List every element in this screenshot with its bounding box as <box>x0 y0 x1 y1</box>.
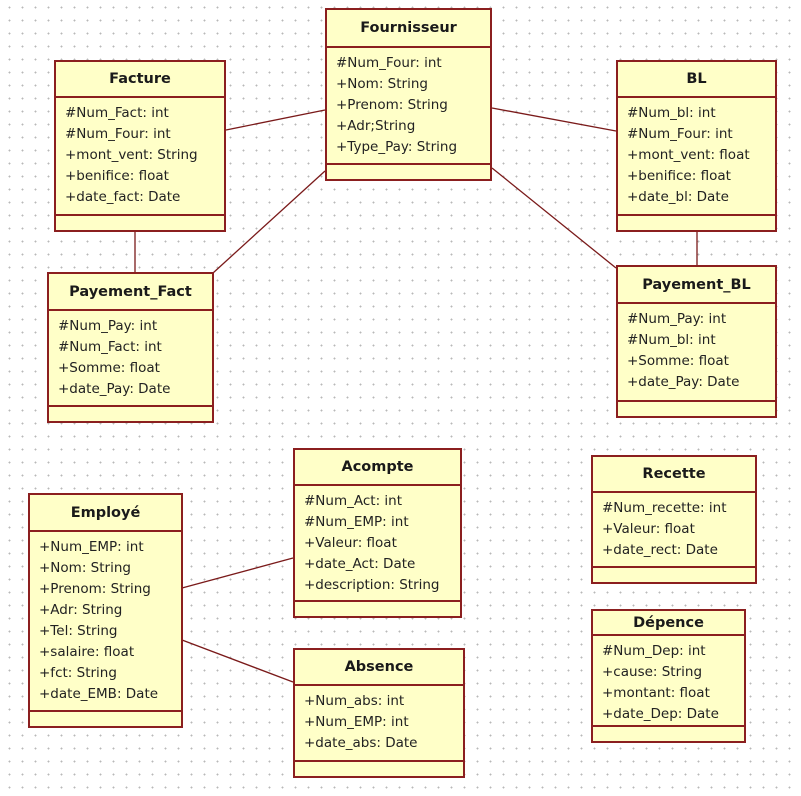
attribute: +benifice: float <box>627 168 731 184</box>
attribute: +Prenom: String <box>336 97 448 113</box>
class-name: Dépence <box>593 611 744 636</box>
attribute: #Num_bl: int <box>627 105 716 121</box>
link-fournisseur-payement-bl <box>491 167 617 269</box>
class-operations <box>295 762 463 776</box>
class-acompte[interactable]: Acompte #Num_Act: int #Num_EMP: int +Val… <box>293 448 462 618</box>
attribute: +date_abs: Date <box>304 735 418 751</box>
attribute: #Num_recette: int <box>602 500 727 516</box>
attribute: +date_rect: Date <box>602 542 718 558</box>
attribute: +cause: String <box>602 664 703 680</box>
attribute: +mont_vent: float <box>627 147 750 163</box>
class-depence[interactable]: Dépence #Num_Dep: int +cause: String +mo… <box>591 609 746 743</box>
class-attributes: #Num_Four: int +Nom: String +Prenom: Str… <box>327 48 490 165</box>
class-employe[interactable]: Employé +Num_EMP: int +Nom: String +Pren… <box>28 493 183 728</box>
attribute: +Adr: String <box>39 602 123 618</box>
link-fournisseur-facture <box>225 109 326 131</box>
attribute: +description: String <box>304 577 440 593</box>
attribute: +Tel: String <box>39 623 118 639</box>
class-operations <box>593 568 755 582</box>
class-attributes: +Num_EMP: int +Nom: String +Prenom: Stri… <box>30 532 181 712</box>
class-operations <box>295 602 460 616</box>
class-name: Fournisseur <box>327 10 490 48</box>
link-fournisseur-payement-fact <box>212 170 326 274</box>
class-operations <box>30 712 181 726</box>
attribute: +date_Pay: Date <box>58 381 171 397</box>
attribute: +Nom: String <box>336 76 428 92</box>
class-operations <box>618 216 775 230</box>
attribute: +date_bl: Date <box>627 189 729 205</box>
class-name: Employé <box>30 495 181 532</box>
class-attributes: #Num_Act: int #Num_EMP: int +Valeur: flo… <box>295 486 460 602</box>
attribute: #Num_Four: int <box>336 55 442 71</box>
attribute: +benifice: float <box>65 168 169 184</box>
class-operations <box>618 402 775 416</box>
attribute: +date_fact: Date <box>65 189 181 205</box>
class-recette[interactable]: Recette #Num_recette: int +Valeur: float… <box>591 455 757 584</box>
class-facture[interactable]: Facture #Num_Fact: int #Num_Four: int +m… <box>54 60 226 232</box>
class-name: Payement_BL <box>618 267 775 304</box>
attribute: +Type_Pay: String <box>336 139 458 155</box>
attribute: #Num_Fact: int <box>65 105 169 121</box>
attribute: #Num_Four: int <box>65 126 171 142</box>
attribute: +Somme: float <box>58 360 160 376</box>
class-attributes: #Num_bl: int #Num_Four: int +mont_vent: … <box>618 98 775 216</box>
class-absence[interactable]: Absence +Num_abs: int +Num_EMP: int +dat… <box>293 648 465 778</box>
attribute: +montant: float <box>602 685 710 701</box>
class-payement-bl[interactable]: Payement_BL #Num_Pay: int #Num_bl: int +… <box>616 265 777 418</box>
attribute: +Adr;String <box>336 118 416 134</box>
class-attributes: #Num_recette: int +Valeur: float +date_r… <box>593 493 755 568</box>
class-attributes: #Num_Dep: int +cause: String +montant: f… <box>593 636 744 727</box>
class-name: BL <box>618 62 775 98</box>
link-fournisseur-bl <box>491 107 617 132</box>
attribute: +Somme: float <box>627 353 729 369</box>
attribute: +Valeur: float <box>304 535 397 551</box>
attribute: +date_Act: Date <box>304 556 416 572</box>
attribute: +date_Pay: Date <box>627 374 740 390</box>
attribute: #Num_Pay: int <box>58 318 158 334</box>
class-attributes: #Num_Pay: int #Num_bl: int +Somme: float… <box>618 304 775 402</box>
class-name: Facture <box>56 62 224 98</box>
attribute: #Num_Four: int <box>627 126 733 142</box>
class-attributes: #Num_Pay: int #Num_Fact: int +Somme: flo… <box>49 311 212 407</box>
attribute: +Num_abs: int <box>304 693 405 709</box>
attribute: +Nom: String <box>39 560 131 576</box>
attribute: +date_EMB: Date <box>39 686 159 702</box>
attribute: +Num_EMP: int <box>304 714 409 730</box>
link-employe-acompte <box>181 557 294 589</box>
attribute: #Num_Dep: int <box>602 643 706 659</box>
attribute: #Num_Act: int <box>304 493 403 509</box>
class-attributes: #Num_Fact: int #Num_Four: int +mont_vent… <box>56 98 224 216</box>
class-name: Payement_Fact <box>49 274 212 311</box>
attribute: #Num_Fact: int <box>58 339 162 355</box>
class-name: Absence <box>295 650 463 686</box>
class-name: Recette <box>593 457 755 493</box>
attribute: +Num_EMP: int <box>39 539 144 555</box>
attribute: +mont_vent: String <box>65 147 198 163</box>
attribute: +date_Dep: Date <box>602 706 719 722</box>
attribute: #Num_EMP: int <box>304 514 409 530</box>
attribute: +Prenom: String <box>39 581 151 597</box>
class-attributes: +Num_abs: int +Num_EMP: int +date_abs: D… <box>295 686 463 762</box>
class-bl[interactable]: BL #Num_bl: int #Num_Four: int +mont_ven… <box>616 60 777 232</box>
class-operations <box>56 216 224 230</box>
attribute: +fct: String <box>39 665 117 681</box>
attribute: +salaire: float <box>39 644 135 660</box>
attribute: #Num_bl: int <box>627 332 716 348</box>
attribute: #Num_Pay: int <box>627 311 727 327</box>
attribute: +Valeur: float <box>602 521 695 537</box>
link-employe-absence <box>181 639 294 683</box>
class-payement-fact[interactable]: Payement_Fact #Num_Pay: int #Num_Fact: i… <box>47 272 214 423</box>
class-fournisseur[interactable]: Fournisseur #Num_Four: int +Nom: String … <box>325 8 492 181</box>
class-operations <box>593 727 744 741</box>
class-operations <box>49 407 212 421</box>
class-name: Acompte <box>295 450 460 486</box>
class-operations <box>327 165 490 179</box>
